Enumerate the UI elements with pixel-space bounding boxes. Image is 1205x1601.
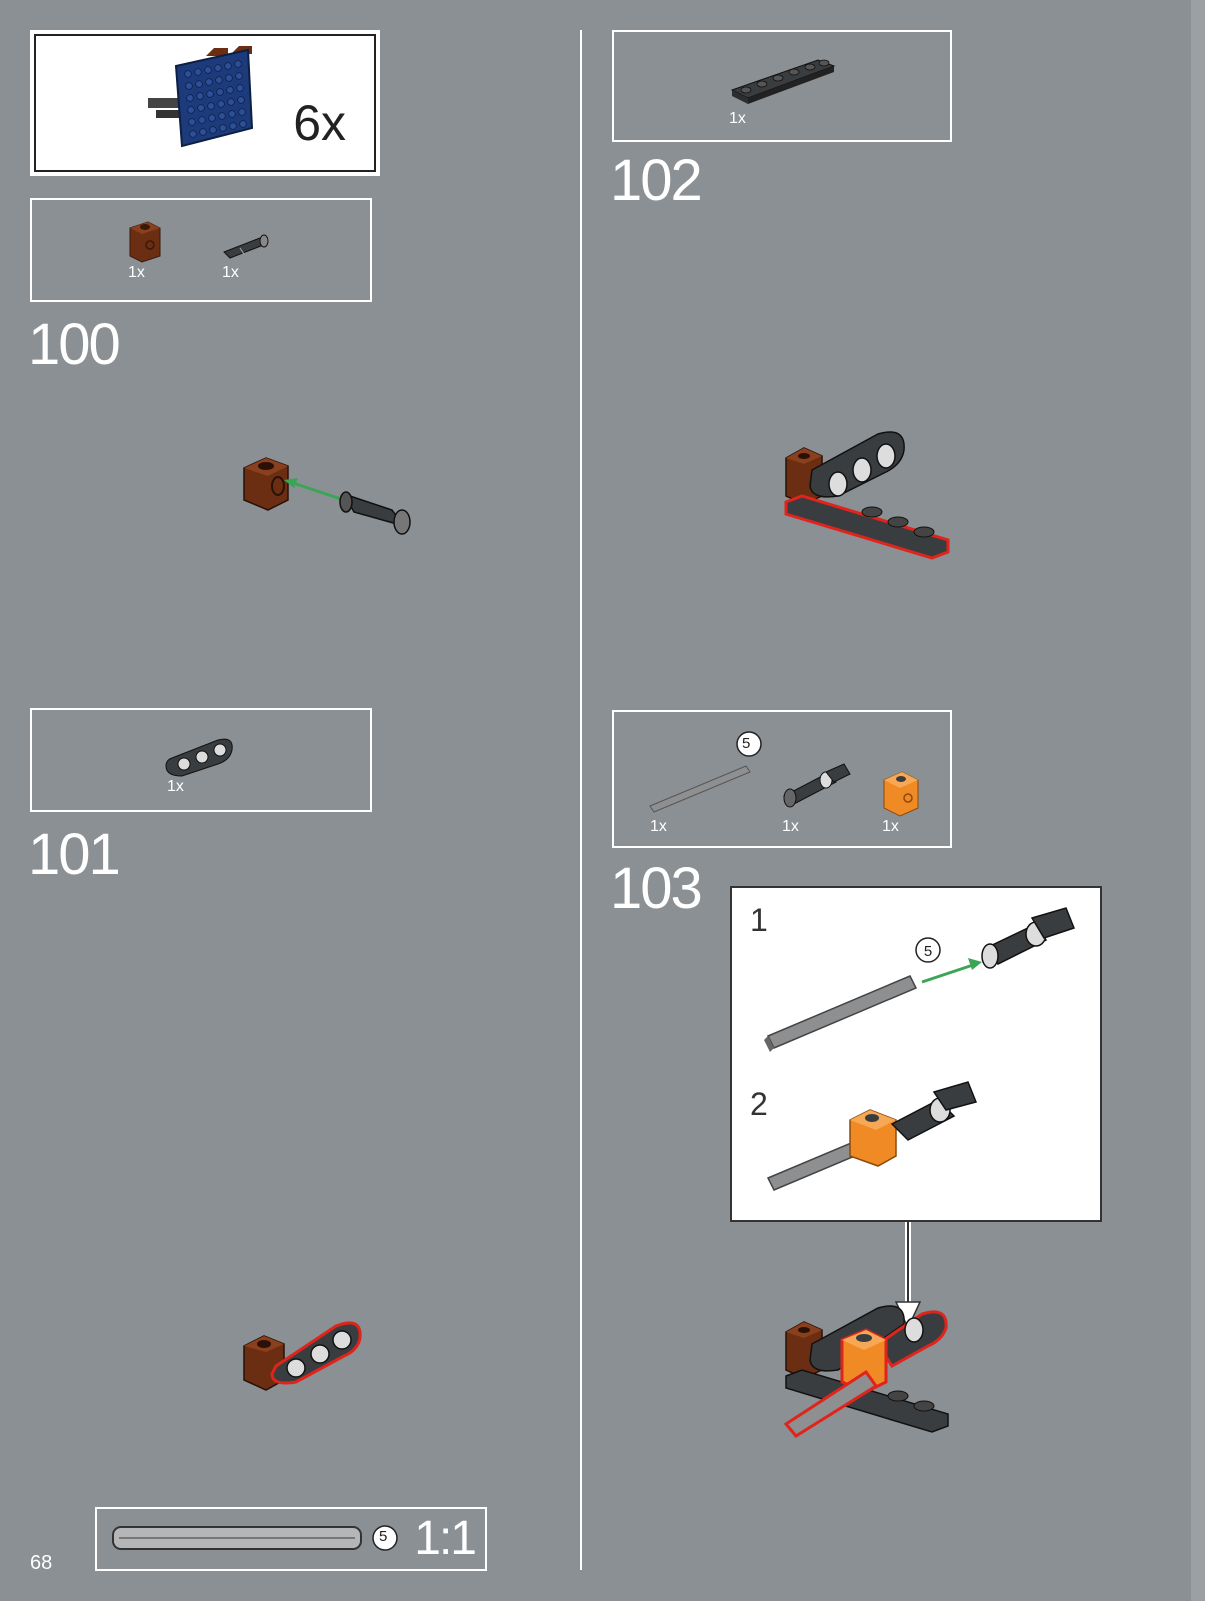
- page-edge: [1191, 0, 1205, 1601]
- step-100-assembly-image: [232, 430, 432, 550]
- step-103-callout: 1 2 5: [730, 886, 1102, 1222]
- step-101-parts-images: [32, 710, 372, 810]
- step-103-part-2-qty: 1x: [782, 818, 799, 836]
- step-103-number: 103: [610, 860, 701, 918]
- submodel-box: 6x: [30, 30, 380, 176]
- step-103-parts-list: 5 1x 1x 1x: [612, 710, 952, 848]
- step-102-number: 102: [610, 152, 701, 210]
- step-101-number: 101: [28, 826, 119, 884]
- page-number: 68: [30, 1552, 52, 1575]
- callout-substep-images: 5: [732, 888, 1100, 1220]
- step-101-assembly-image: [236, 1310, 396, 1420]
- brick-1x1-brown-icon: [130, 222, 160, 262]
- axle-5-icon: [650, 766, 750, 812]
- step-100-parts-list: 1x 1x: [30, 198, 372, 302]
- step-101-part-1-qty: 1x: [167, 778, 184, 796]
- pin-dark-gray-icon: [224, 235, 268, 258]
- step-103-axle-length-label: 5: [742, 735, 750, 752]
- step-103-part-3-qty: 1x: [882, 818, 899, 836]
- step-102-assembly-image: [782, 430, 972, 580]
- step-100-number: 100: [28, 316, 119, 374]
- column-divider: [580, 30, 582, 1570]
- plate-1x6-dark-gray-icon: [732, 60, 834, 104]
- axle-length-ruler: 5 1:1: [95, 1507, 487, 1571]
- submodel-multiplier: 6x: [293, 94, 346, 152]
- ruler-scale-label: 1:1: [414, 1511, 475, 1566]
- submodel-inner-frame: 6x: [34, 34, 376, 172]
- step-103-assembly-image: [782, 1300, 982, 1470]
- callout-axle-length-label: 5: [924, 943, 932, 960]
- step-102-part-1-qty: 1x: [729, 110, 746, 128]
- step-100-part-2-qty: 1x: [222, 264, 239, 282]
- technic-beam-3-icon: [166, 739, 232, 776]
- step-100-part-1-qty: 1x: [128, 264, 145, 282]
- step-102-parts-list: 1x: [612, 30, 952, 142]
- step-101-parts-list: 1x: [30, 708, 372, 812]
- ruler-length-label: 5: [379, 1528, 387, 1545]
- brick-1x1-orange-icon: [884, 772, 918, 816]
- axle-pin-connector-icon: [784, 764, 850, 807]
- step-102-parts-images: [614, 32, 952, 140]
- step-103-part-1-qty: 1x: [650, 818, 667, 836]
- step-100-parts-images: [32, 200, 372, 300]
